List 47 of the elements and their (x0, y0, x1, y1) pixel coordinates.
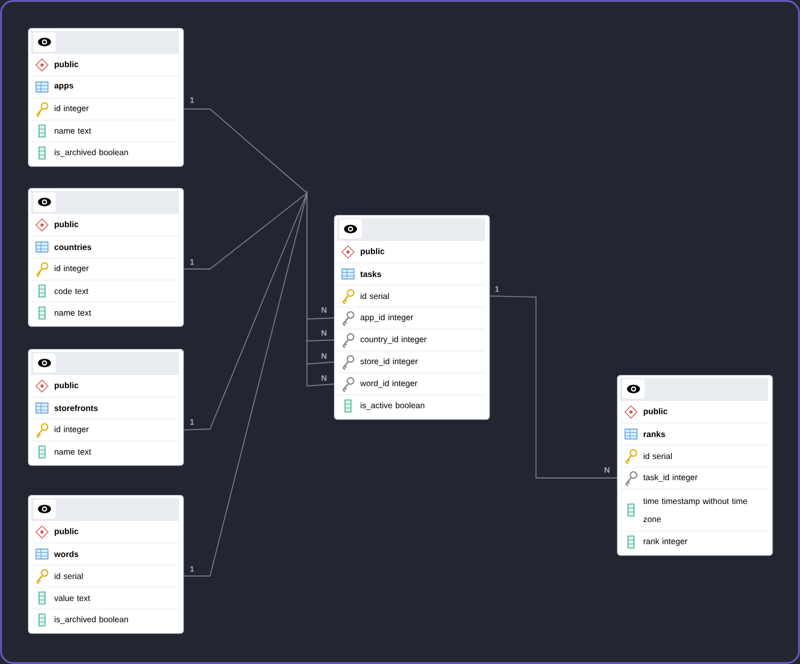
table-name: storefronts (54, 404, 98, 412)
connector-line (183, 190, 334, 430)
connector-line (183, 108, 334, 320)
column-name: id serial (644, 452, 672, 460)
column-name: name text (54, 128, 92, 134)
column-name: store_id integer (360, 358, 418, 366)
cardinality-label: 1 (190, 259, 194, 265)
schema-name: public (54, 61, 78, 69)
column-name: task_id integer (643, 474, 698, 482)
column-name: app_id integer (360, 314, 414, 322)
cardinality-label: N (322, 330, 326, 336)
column-name: id integer (54, 105, 89, 113)
table-name: words (54, 550, 78, 558)
column-name: id integer (54, 265, 89, 273)
column-name: is_archived boolean (54, 149, 128, 157)
column-name: is_active boolean (360, 402, 424, 410)
column-name: value text (54, 594, 90, 602)
cardinality-label: 1 (190, 97, 194, 103)
column-name: code text (54, 288, 88, 294)
cardinality-label: 1 (190, 419, 194, 425)
column-name: name text (54, 310, 92, 316)
table-name: apps (54, 84, 74, 90)
cardinality-label: 1 (495, 286, 499, 292)
column-name: country_id integer (360, 336, 426, 344)
table-name: tasks (360, 270, 382, 278)
column-name: id serial (360, 292, 389, 300)
cardinality-label: 1 (190, 566, 194, 572)
schema-name: public (54, 382, 78, 390)
connector-line (183, 189, 334, 576)
table-name: countries (54, 244, 92, 250)
cardinality-label: N (322, 375, 326, 381)
cardinality-label: N (322, 307, 326, 313)
cardinality-label: N (604, 467, 610, 473)
schema-name: public (54, 221, 78, 229)
column-name: id serial (54, 572, 83, 580)
column-name: id integer (54, 426, 89, 434)
column-name: word_id integer (360, 380, 418, 388)
connector-line (489, 296, 618, 478)
connector-line (183, 192, 334, 342)
table-name: ranks (644, 430, 666, 438)
schema-name: public (644, 408, 668, 416)
schema-name: public (360, 248, 384, 256)
column-name: rank integer (644, 538, 688, 546)
column-name: name text (54, 449, 92, 455)
schema-name: public (54, 528, 78, 536)
column-name: is_archived boolean (54, 616, 128, 624)
cardinality-label: N (322, 353, 326, 359)
